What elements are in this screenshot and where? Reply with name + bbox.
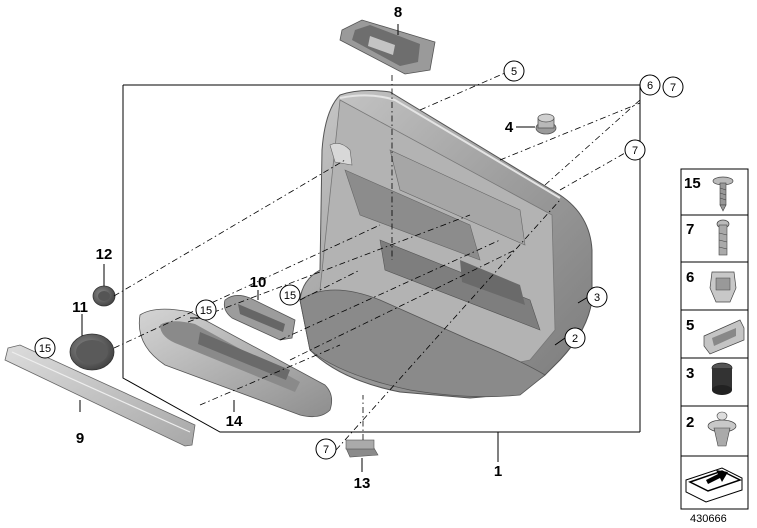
document-id: 430666 — [690, 513, 727, 525]
push-rivet-2-icon — [707, 411, 737, 447]
callout-8: 8 — [394, 4, 402, 21]
callout-3: 3 — [586, 286, 608, 308]
callout-7c: 7 — [315, 438, 337, 460]
handle-trim-part — [339, 19, 436, 75]
callout-6: 6 — [639, 74, 661, 96]
clip-part — [345, 439, 379, 458]
svg-text:6: 6 — [647, 80, 653, 92]
side-label-5: 5 — [686, 317, 694, 334]
svg-text:7: 7 — [670, 82, 676, 94]
callout-7b: 7 — [624, 139, 646, 161]
grommet-3-icon — [711, 362, 733, 395]
callout-1: 1 — [494, 463, 502, 480]
svg-text:5: 5 — [511, 66, 517, 78]
svg-text:15: 15 — [284, 290, 296, 302]
pull-cup-part — [223, 295, 296, 341]
clip-nut-6-icon — [709, 271, 737, 303]
svg-text:3: 3 — [594, 292, 600, 304]
bolt-7-icon — [716, 219, 730, 256]
callout-11: 11 — [72, 299, 88, 316]
fastener-side-panel: 15 7 6 5 3 — [680, 168, 749, 510]
callout-5: 5 — [503, 60, 525, 82]
clip-5-icon — [703, 319, 745, 355]
arrow-symbol-icon — [685, 467, 743, 503]
tweeter-cover-part — [92, 285, 116, 307]
assembly-lines — [113, 72, 641, 451]
speaker-grille-part — [69, 333, 115, 371]
svg-text:15: 15 — [200, 305, 212, 317]
callout-12: 12 — [96, 246, 113, 263]
callout-4: 4 — [505, 119, 514, 136]
side-label-15: 15 — [684, 175, 701, 192]
callout-15c: 15 — [34, 337, 56, 359]
callout-15b: 15 — [279, 284, 301, 306]
trim-strip-part — [4, 344, 196, 447]
callout-13: 13 — [354, 475, 371, 492]
side-label-3: 3 — [686, 365, 694, 382]
svg-text:7: 7 — [323, 444, 329, 456]
svg-text:15: 15 — [39, 343, 51, 355]
grommet-part — [535, 113, 557, 135]
svg-text:7: 7 — [632, 145, 638, 157]
callout-7a: 7 — [662, 76, 684, 98]
side-label-6: 6 — [686, 269, 694, 286]
door-trim-panel — [299, 90, 593, 399]
callout-10: 10 — [250, 274, 267, 291]
side-label-2: 2 — [686, 414, 694, 431]
callout-14: 14 — [226, 413, 243, 430]
callout-2: 2 — [564, 327, 586, 349]
side-label-7: 7 — [686, 221, 694, 238]
svg-text:2: 2 — [572, 333, 578, 345]
screw-15-icon — [712, 176, 734, 212]
callout-9: 9 — [76, 430, 84, 447]
callout-15a: 15 — [195, 299, 217, 321]
armrest-part — [138, 308, 333, 418]
